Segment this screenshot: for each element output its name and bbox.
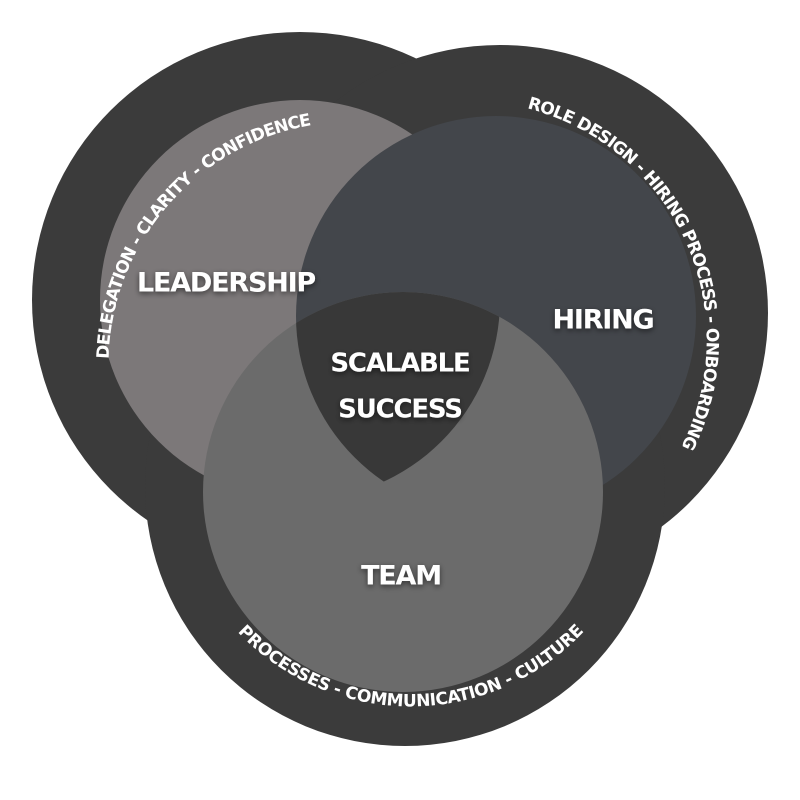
team-label: TEAM: [361, 561, 441, 592]
hiring-label: HIRING: [552, 305, 653, 336]
center-label-line1: SCALABLE: [330, 349, 469, 379]
center-label-line2: SUCCESS: [338, 395, 462, 425]
leadership-label: LEADERSHIP: [137, 268, 315, 299]
team-circle: [203, 292, 603, 692]
